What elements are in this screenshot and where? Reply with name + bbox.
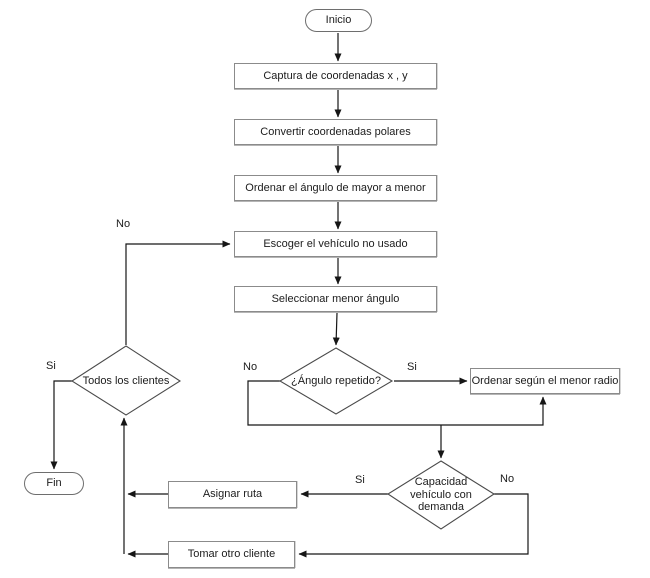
edge-label-angle-si: Si — [407, 361, 417, 373]
process-sort-angle-label: Ordenar el ángulo de mayor a menor — [245, 181, 426, 194]
process-take-other-client: Tomar otro cliente — [168, 541, 295, 568]
process-capture-coordinates: Captura de coordenadas x , y — [234, 63, 437, 89]
process-choose-vehicle: Escoger el vehículo no usado — [234, 231, 437, 257]
process-capture-coordinates-label: Captura de coordenadas x , y — [263, 69, 408, 82]
end-node: Fin — [24, 472, 84, 495]
decision-angle-repeated-label: ¿Ángulo repetido? — [291, 374, 381, 387]
edge-capacity-no-takeclient — [298, 493, 529, 558]
decision-angle-repeated-shape — [278, 347, 394, 415]
edge-label-clients-no: No — [116, 218, 131, 230]
process-select-min-angle: Seleccionar menor ángulo — [234, 286, 437, 312]
edge-label-clients-si: Si — [46, 360, 56, 372]
process-convert-polar: Convertir coordenadas polares — [234, 119, 437, 145]
edge-label-angle-no: No — [243, 361, 258, 373]
process-take-other-client-label: Tomar otro cliente — [187, 548, 276, 561]
process-sort-angle: Ordenar el ángulo de mayor a menor — [234, 175, 437, 201]
edge-selectangle-anglerepeated — [332, 312, 340, 346]
decision-capacity-shape — [386, 460, 496, 530]
edge-label-capacity-si: Si — [355, 474, 365, 486]
process-order-radius-label: Ordenar según el menor radio — [471, 374, 619, 387]
decision-capacity-label: Capacidad vehículo con demanda — [410, 476, 472, 514]
process-assign-route-label: Asignar ruta — [202, 488, 263, 501]
decision-all-clients: Todos los clientes — [82, 367, 170, 395]
edge-allclients-si-end — [50, 380, 72, 470]
process-assign-route: Asignar ruta — [168, 481, 297, 508]
end-node-label: Fin — [46, 477, 62, 490]
edge-allclients-no-choosevehicle — [125, 240, 231, 345]
process-choose-vehicle-label: Escoger el vehículo no usado — [263, 237, 408, 250]
decision-capacity: Capacidad vehículo con demanda — [396, 475, 486, 515]
process-select-min-angle-label: Seleccionar menor ángulo — [271, 292, 400, 305]
start-node-label: Inicio — [325, 14, 352, 27]
start-node: Inicio — [305, 9, 372, 32]
process-order-radius: Ordenar según el menor radio — [470, 368, 620, 394]
decision-all-clients-shape — [70, 345, 182, 416]
decision-angle-repeated: ¿Ángulo repetido? — [291, 368, 381, 394]
edge-anglerepeated-no-loop — [247, 380, 547, 426]
edge-label-capacity-no: No — [500, 473, 515, 485]
process-convert-polar-label: Convertir coordenadas polares — [260, 125, 411, 138]
decision-all-clients-label: Todos los clientes — [82, 374, 170, 387]
